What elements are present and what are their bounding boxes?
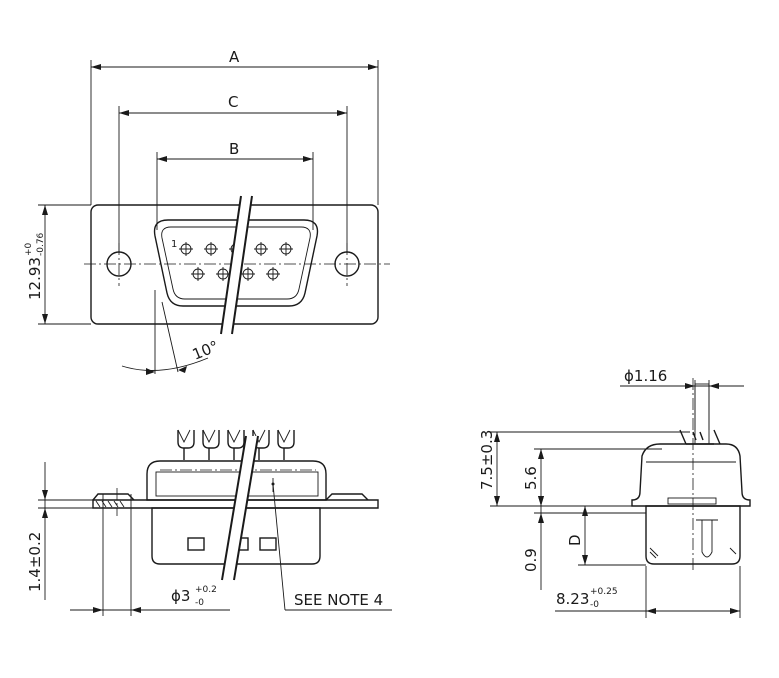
- end-view: ϕ1.16 7.5±0.3 5.6 0.9 D: [478, 367, 751, 618]
- d-shell-outer: [153, 219, 319, 307]
- break-line: [231, 195, 253, 335]
- pin-one-label: 1: [171, 239, 177, 250]
- dimension-d-label: D: [566, 534, 584, 546]
- svg-text:8.23: 8.23: [556, 590, 589, 608]
- svg-text:-0: -0: [195, 598, 204, 608]
- end-lower-shell: [645, 505, 741, 565]
- angle-label: 10°: [190, 337, 221, 364]
- flange-plate: [90, 204, 379, 325]
- note-leader: [272, 483, 286, 611]
- dimension-a-label: A: [229, 48, 240, 66]
- front-view: 1 A C B 12.93 +0 -0.76: [24, 48, 390, 375]
- flange-bend-left: [92, 493, 135, 501]
- angle-arc: [121, 357, 209, 371]
- svg-text:-0.76: -0.76: [36, 232, 46, 256]
- lower-shell: [151, 507, 321, 565]
- dimple: [187, 537, 205, 551]
- pin-diameter-label: ϕ1.16: [624, 367, 667, 385]
- total-height-label: 7.5±0.3: [478, 430, 496, 490]
- svg-text:+0: +0: [24, 242, 34, 256]
- dimension-b-label: B: [229, 140, 239, 158]
- hole-dimension-text: ϕ3 +0.2 -0: [171, 585, 217, 608]
- solder-cups: [177, 429, 295, 460]
- svg-text:+0.25: +0.25: [590, 587, 618, 597]
- svg-text:12.93: 12.93: [26, 257, 44, 300]
- svg-text:ϕ3: ϕ3: [171, 587, 190, 605]
- d-shell-inner: [161, 226, 311, 300]
- dimple: [259, 537, 277, 551]
- thickness-label: 1.4±0.2: [26, 532, 44, 592]
- dimension-c-label: C: [228, 93, 238, 111]
- break-line: [220, 195, 242, 335]
- break-line: [233, 435, 259, 581]
- end-pin-tail: [696, 519, 718, 558]
- body-height-label: 5.6: [522, 466, 540, 490]
- gap-label: 0.9: [522, 548, 540, 572]
- note-label: SEE NOTE 4: [294, 591, 383, 609]
- width-dimension-text: 8.23 +0.25 -0: [556, 587, 618, 610]
- height-dimension-text: 12.93 +0 -0.76: [24, 232, 46, 300]
- break-line: [221, 435, 247, 581]
- svg-text:+0.2: +0.2: [195, 585, 217, 595]
- side-flange: [92, 499, 379, 509]
- svg-text:-0: -0: [590, 600, 599, 610]
- flange-bend-right: [325, 493, 369, 501]
- end-upper-body: [631, 443, 751, 507]
- side-view: SEE NOTE 4 1.4±0.2 ϕ3 +0.2 -0: [26, 429, 392, 616]
- pin-side: [694, 383, 710, 445]
